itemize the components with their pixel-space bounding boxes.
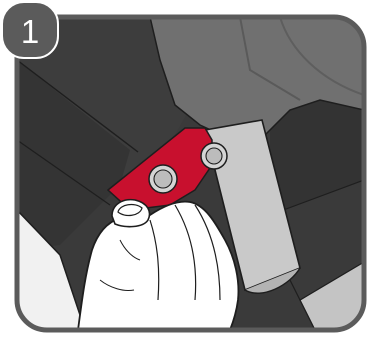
rivet-icon <box>201 143 227 169</box>
step-number: 1 <box>21 13 39 50</box>
rivet-icon <box>149 165 177 193</box>
step-badge: 1 <box>2 2 58 58</box>
